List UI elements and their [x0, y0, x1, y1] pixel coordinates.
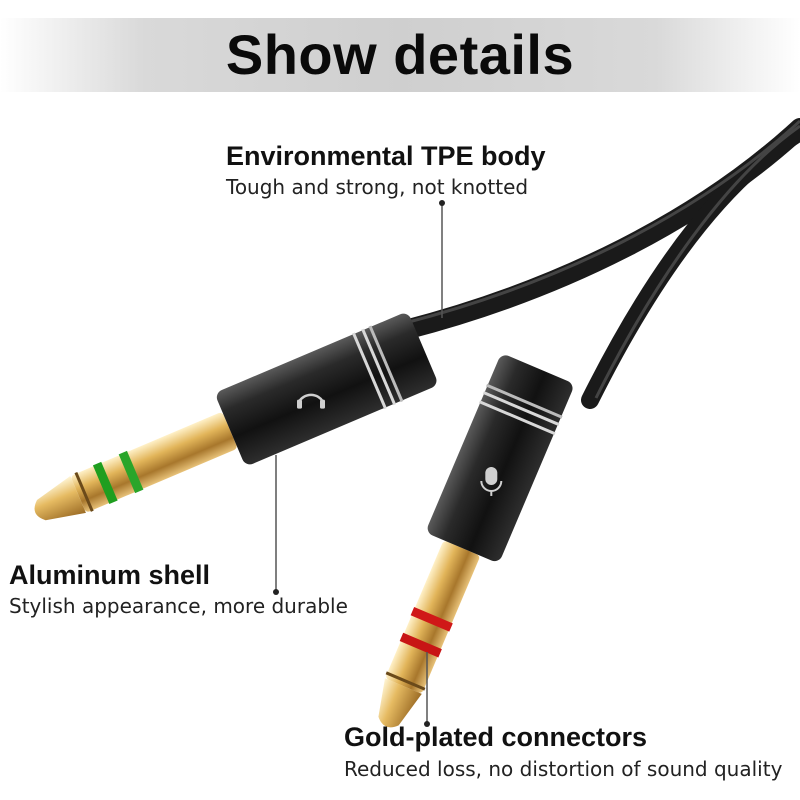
callout-title-tpe: Environmental TPE body: [226, 141, 546, 171]
leader-shell: [273, 455, 279, 595]
callout-desc-tpe: Tough and strong, not knotted: [226, 175, 529, 199]
callout-title-gold: Gold-plated connectors: [344, 722, 648, 752]
page-title: Show details: [225, 23, 575, 86]
leader-tpe: [439, 200, 445, 318]
leader-gold: [424, 652, 430, 727]
cable-right: [581, 123, 800, 409]
callout-desc-shell: Stylish appearance, more durable: [9, 594, 348, 618]
plug-right: [378, 355, 573, 728]
callout-desc-gold: Reduced loss, no distortion of sound qua…: [344, 757, 783, 781]
microphone-icon: [480, 466, 503, 496]
title-banner: [0, 18, 800, 92]
plug-left: [34, 313, 437, 521]
headphone-icon: [297, 393, 326, 409]
callout-title-shell: Aluminum shell: [9, 560, 211, 590]
